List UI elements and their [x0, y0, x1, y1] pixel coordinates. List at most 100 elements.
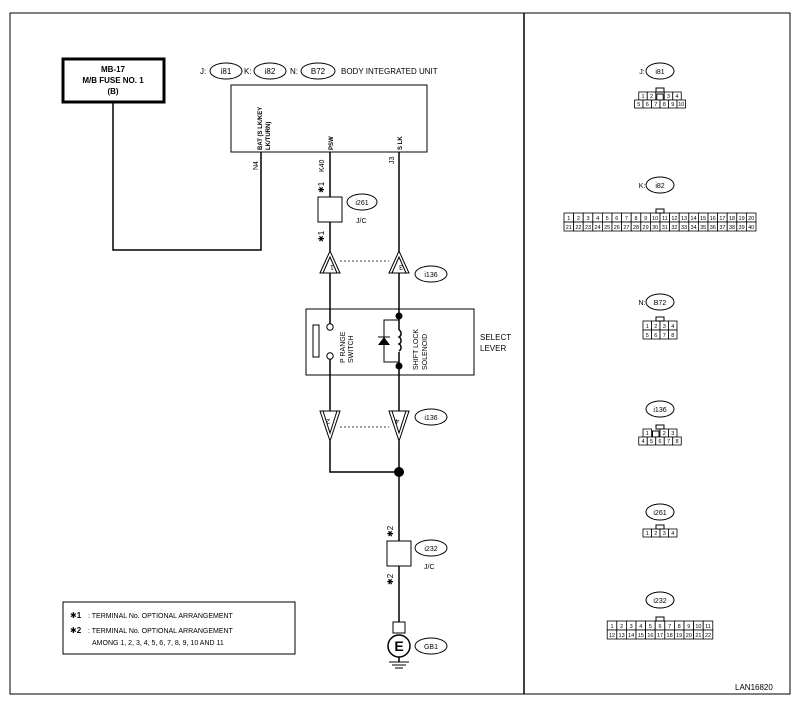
- conn-B72-pin: 5: [646, 333, 649, 339]
- conn-i82-pin: 21: [566, 225, 572, 231]
- ground-gb1: [387, 621, 411, 669]
- conn-B72-pin: 6: [654, 333, 657, 339]
- page-frame: [9, 12, 791, 695]
- conn-i232-pin: 3: [630, 624, 633, 630]
- junction-dot: [394, 467, 404, 477]
- conn-i82-pin: 24: [595, 225, 601, 231]
- p-range-switch: [312, 323, 334, 375]
- legend-mark-1: ✱1: [70, 611, 82, 620]
- conn-i82-pin: 5: [606, 216, 609, 222]
- body-integrated-unit: [230, 84, 428, 153]
- conn-i136-pin: 3: [671, 431, 674, 437]
- legend-text-1: : TERMINAL No. OPTIONAL ARRANGEMENT: [88, 613, 234, 620]
- fuse-line3: (B): [107, 87, 118, 96]
- conn-i232-pin: 7: [668, 624, 671, 630]
- conn-i136-pin: 8: [675, 439, 678, 445]
- conn-i136-pin: 2: [663, 431, 666, 437]
- conn-i232-pin: 19: [676, 633, 682, 639]
- conn-i232-pin: 14: [628, 633, 634, 639]
- connector-i136-upper: 1 3 i136: [319, 249, 448, 283]
- conn-i136-lock-tab: [655, 424, 665, 430]
- conn-i82-code: i82: [655, 183, 664, 190]
- conn-i81-pin: 4: [675, 94, 678, 100]
- fuse-line1: MB-17: [101, 65, 126, 74]
- conn-i82-pin: 2: [577, 216, 580, 222]
- i136-upper-code: i136: [424, 272, 437, 279]
- i136-pin-3: 3: [399, 263, 403, 270]
- conn-i82-pin: 8: [634, 216, 637, 222]
- jc-i232-star-top: ✱2: [386, 525, 395, 537]
- conn-i81-key-slot: [656, 93, 664, 101]
- conn-i82-pin: 20: [748, 216, 754, 222]
- conn-i261-pin: 2: [654, 531, 657, 537]
- legend-text-2: : TERMINAL No. OPTIONAL ARRANGEMENT: [88, 628, 234, 635]
- conn-i81-pin: 9: [671, 102, 674, 108]
- pin-k40: K40: [319, 159, 326, 172]
- conn-i82-pin: 28: [633, 225, 639, 231]
- conn-i81-pin: 7: [654, 102, 657, 108]
- jc-i232-code: i232: [424, 546, 437, 553]
- conn-i232-pin: 2: [620, 624, 623, 630]
- conn-B72-code-oval: [645, 293, 675, 311]
- conn-i232-pin: 18: [667, 633, 673, 639]
- conn-i232-pin-cell: [702, 629, 714, 640]
- legend-mark-2: ✱2: [70, 626, 82, 635]
- pin-n4: N4: [253, 161, 260, 170]
- conn-B72-pin-cell: [668, 329, 678, 340]
- conn-i82-pin-cell: [746, 221, 757, 232]
- connector-i136-lower: 2 4 i136: [319, 408, 448, 443]
- ref-j-code: i81: [221, 67, 232, 76]
- conn-i232-pin: 5: [649, 624, 652, 630]
- shift-lock-solenoid: [378, 312, 403, 375]
- conn-i82-pin: 9: [644, 216, 647, 222]
- conn-i82-pin: 25: [604, 225, 610, 231]
- switch-label2: SWITCH: [348, 335, 355, 363]
- conn-i232-pin: 11: [705, 624, 711, 630]
- conn-i82-pin: 40: [748, 225, 754, 231]
- i136-pin-1: 1: [330, 263, 334, 270]
- legend-text-2b: AMONG 1, 2, 3, 4, 5, 6, 7, 8, 9, 10 AND …: [92, 640, 224, 647]
- conn-i136-pin: 6: [658, 439, 661, 445]
- conn-i82-pin: 35: [700, 225, 706, 231]
- fuse-box: MB-17 M/B FUSE NO. 1 (B): [61, 57, 166, 104]
- select-lever-label1: SELECT: [480, 333, 511, 342]
- conn-i136-pin: 5: [650, 439, 653, 445]
- jc-i261-star-bottom: ✱1: [317, 230, 326, 242]
- conn-i81-prefix: J:: [639, 69, 645, 76]
- ref-k-prefix: K:: [244, 67, 252, 76]
- conn-B72-pin: 1: [646, 324, 649, 330]
- conn-i261-code: i261: [653, 510, 666, 517]
- conn-i82-pin: 37: [719, 225, 725, 231]
- conn-i232-pin: 4: [639, 624, 642, 630]
- conn-i82-pin: 11: [662, 216, 668, 222]
- conn-i136-pin: 1: [646, 431, 649, 437]
- conn-i81-pin: 6: [646, 102, 649, 108]
- conn-i232-pin: 16: [647, 633, 653, 639]
- conn-i81-pin: 2: [650, 94, 653, 100]
- unit-name: BODY INTEGRATED UNIT: [341, 67, 438, 76]
- jc-i261-label: J/C: [356, 218, 367, 225]
- conn-B72-pin: 3: [663, 324, 666, 330]
- conn-i232-pin: 13: [619, 633, 625, 639]
- conn-i232-pin: 20: [686, 633, 692, 639]
- conn-i82-pin: 4: [596, 216, 599, 222]
- conn-i82-prefix: K:: [639, 183, 646, 190]
- conn-i232-pin: 6: [658, 624, 661, 630]
- conn-i81-lock-tab: [655, 87, 665, 93]
- select-lever-label2: LEVER: [480, 344, 506, 353]
- jc-i261-star-top: ✱1: [317, 181, 326, 193]
- conn-i232-pin: 12: [609, 633, 615, 639]
- ground-symbol: E: [394, 638, 403, 654]
- wire-fuse-to-unit: [112, 102, 262, 251]
- conn-B72-pin: 2: [654, 324, 657, 330]
- jc-i261-code: i261: [355, 200, 368, 207]
- conn-i82-pin: 7: [625, 216, 628, 222]
- solenoid-label2: SOLENOID: [422, 334, 429, 370]
- conn-i232-pin: 10: [695, 624, 701, 630]
- conn-i261-lock-tab: [655, 524, 665, 530]
- conn-i82-pin: 32: [671, 225, 677, 231]
- conn-i136-pin: 4: [641, 439, 644, 445]
- conn-i82-pin: 19: [739, 216, 745, 222]
- conn-i136-code: i136: [653, 407, 666, 414]
